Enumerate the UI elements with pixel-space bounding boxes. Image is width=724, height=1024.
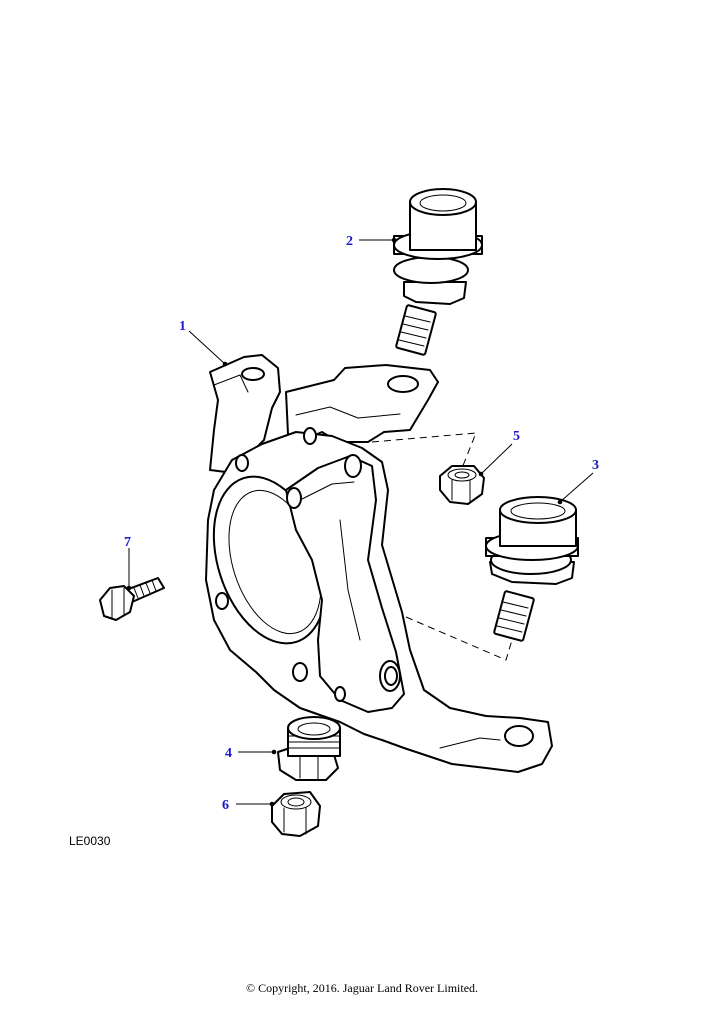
callout-label-4: 4 bbox=[225, 746, 232, 761]
upper-ball-joint[interactable] bbox=[393, 188, 483, 356]
hex-nut-upper[interactable] bbox=[439, 465, 485, 505]
callout-label-2: 2 bbox=[346, 234, 353, 249]
callout-6: 6 bbox=[222, 798, 275, 813]
callout-7: 7 bbox=[124, 535, 132, 591]
hex-nut-lower[interactable] bbox=[271, 791, 321, 837]
lower-ball-joint[interactable] bbox=[485, 496, 579, 642]
callout-4: 4 bbox=[225, 746, 277, 761]
callout-label-1: 1 bbox=[179, 319, 186, 334]
steering-knuckle[interactable] bbox=[194, 354, 553, 773]
callout-5: 5 bbox=[478, 429, 520, 477]
callout-3: 3 bbox=[557, 458, 599, 505]
threaded-bush[interactable] bbox=[277, 716, 341, 781]
callout-label-7: 7 bbox=[124, 535, 131, 550]
callout-1: 1 bbox=[179, 319, 228, 367]
callout-2: 2 bbox=[346, 234, 397, 249]
hidden-assembly-lines bbox=[371, 432, 513, 661]
callout-label-5: 5 bbox=[513, 429, 520, 444]
hex-bolt[interactable] bbox=[99, 577, 165, 621]
copyright-notice: © Copyright, 2016. Jaguar Land Rover Lim… bbox=[245, 981, 479, 995]
diagram-reference-code: LE0030 bbox=[69, 834, 111, 848]
callout-label-6: 6 bbox=[222, 798, 229, 813]
callout-label-3: 3 bbox=[592, 458, 599, 473]
